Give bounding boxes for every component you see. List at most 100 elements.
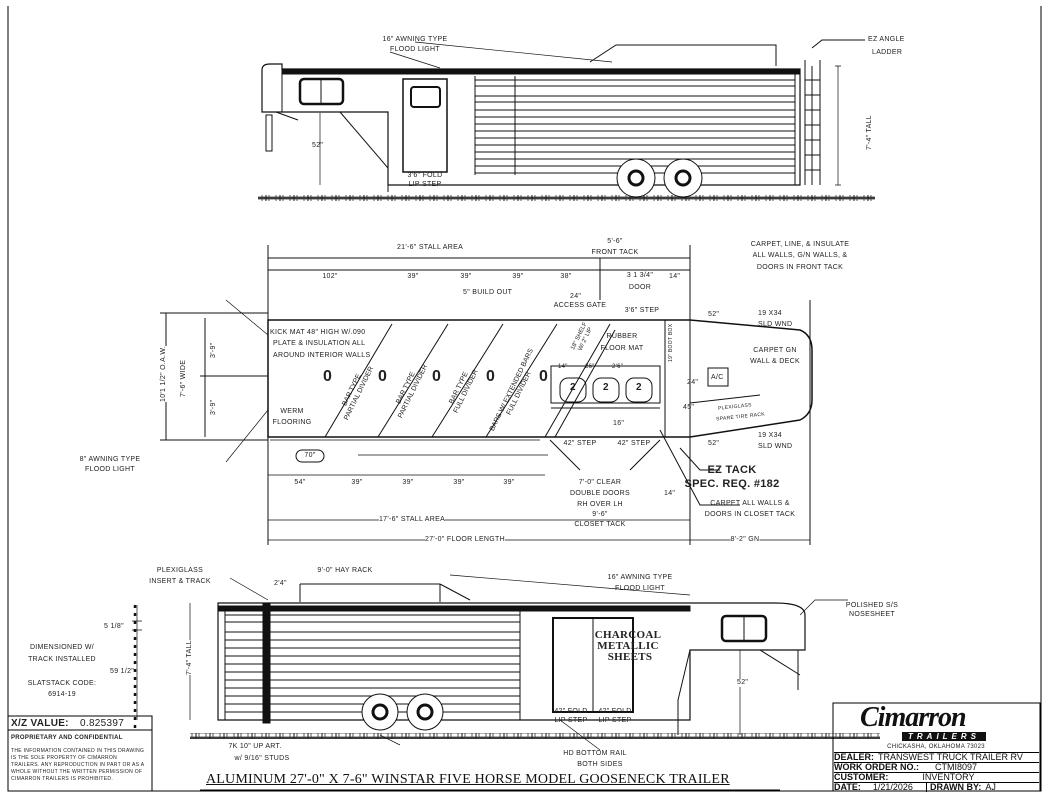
ez-tack-1: EZ TACK <box>707 464 757 476</box>
door-14: 14" <box>669 273 681 280</box>
carpet-closet-1: CARPET ALL WALLS & <box>710 500 790 507</box>
xz-label: X/Z VALUE: <box>11 718 69 729</box>
fold-step-2a: 42" FOLD <box>598 708 632 715</box>
dealer-row: DEALER:TRANSWEST TRUCK TRAILER RV <box>834 752 1039 762</box>
oaw-dim: 10'1 1/2" O.A.W. <box>160 345 168 402</box>
plan-view <box>160 245 813 545</box>
work-order-row: WORK ORDER NO.:CTMI8097 <box>834 762 1039 772</box>
window-dim-top: 52" <box>708 311 720 318</box>
dim-top: 39" <box>407 273 419 281</box>
awning-side-1: 16" AWNING TYPE <box>607 574 673 581</box>
gn-length: 8'-2" GN <box>730 536 760 544</box>
gate-dim: 24" <box>570 293 582 300</box>
dim-bottom: 39" <box>351 479 363 487</box>
customer-row: CUSTOMER:INVENTORY <box>834 772 1039 782</box>
dim-24: 24" <box>687 379 699 386</box>
floor-length: 27'-0" FLOOR LENGTH <box>425 536 505 544</box>
carpet-front-2: ALL WALLS, G/N WALLS, & <box>752 252 848 259</box>
dimensioned-1: DIMENSIONED W/ <box>29 644 95 651</box>
kick-mat-1: KICK MAT 48" HIGH W/.090 <box>270 329 366 336</box>
charcoal-1: CHARCOAL <box>594 629 662 641</box>
door-label: DOOR <box>628 284 652 291</box>
stall-number: 0 <box>378 368 388 385</box>
stall-number: 0 <box>486 368 496 385</box>
awning-label-1: 16" AWNING TYPE <box>382 36 448 43</box>
carpet-gn-1: CARPET GN <box>753 347 797 354</box>
awning-side-2: FLOOD LIGHT <box>615 585 665 592</box>
stall-number: 0 <box>432 368 442 385</box>
dim-bottom: 39" <box>503 479 515 487</box>
boot-box: 19" BOOT BOX <box>668 323 674 362</box>
build-out: 5" BUILD OUT <box>463 289 513 296</box>
ladder-label-2: LADDER <box>872 49 903 56</box>
confidential-heading: PROPRIETARY AND CONFIDENTIAL <box>11 735 123 741</box>
double-doors-1: 7'-0" CLEAR <box>578 479 622 486</box>
nosesheet-2: NOSESHEET <box>849 611 895 618</box>
dim-top: 38" <box>560 273 572 281</box>
rack-dim: 26" <box>585 364 595 370</box>
closet-tack-dim: 9'-6" <box>592 511 608 518</box>
nosesheet-1: POLISHED S/S <box>845 602 899 609</box>
carpet-front-1: CARPET, LINE, & INSULATE <box>750 241 850 248</box>
window-dim-bottom: 52" <box>708 440 720 447</box>
ez-tack-2: SPEC. REQ. #182 <box>684 478 780 490</box>
location: CHICKASHA, OKLAHOMA 73023 <box>887 744 985 750</box>
top-step-2: LIP STEP <box>408 181 442 188</box>
top-gn-height: 52" <box>312 142 324 149</box>
dim-45: 45" <box>683 404 695 411</box>
slatstack-1: SLATSTACK CODE: <box>27 680 97 687</box>
saddle-rack: 2 <box>636 382 642 393</box>
window-top-1: 19 X34 <box>758 310 782 317</box>
window-bottom-1: 19 X34 <box>758 432 782 439</box>
dim-top: 102" <box>322 273 338 281</box>
dim-top: 39" <box>512 273 524 281</box>
rubber-mat-2: FLOOR MAT <box>600 345 644 352</box>
step-bottom: 42" STEP <box>563 440 597 448</box>
charcoal-3: SHEETS <box>607 651 653 663</box>
fold-step-2b: LIP STEP <box>598 717 632 724</box>
dim-70: 70" <box>304 452 316 459</box>
rack-dim: 14" <box>558 364 568 370</box>
front-tack: FRONT TACK <box>591 249 639 256</box>
dim-top: 39" <box>460 273 472 281</box>
hay-rack: 9'-0" HAY RACK <box>317 567 373 575</box>
dim-bottom: 39" <box>402 479 414 487</box>
front-tack-dim: 5'-6" <box>607 238 623 245</box>
axle-2: w/ 9/16" STUDS <box>234 755 290 762</box>
dim-2-4: 2'4" <box>274 580 287 587</box>
rack-dim: 2'6" <box>612 364 624 370</box>
step-bottom: 42" STEP <box>617 440 651 448</box>
page-frame <box>7 6 1042 792</box>
rubber-mat-1: RUBBER <box>606 333 638 340</box>
carpet-closet-2: DOORS IN CLOSET TACK <box>704 511 796 518</box>
access-gate: ACCESS GATE <box>553 302 607 309</box>
step-top: 3'6" STEP <box>624 307 660 314</box>
dim-16: 16" <box>613 420 625 427</box>
top-step-1: 3'6" FOLD <box>407 172 443 179</box>
ladder-label-1: EZ ANGLE <box>868 36 905 43</box>
kick-mat-3: AROUND INTERIOR WALLS <box>273 352 371 359</box>
half-width-dim: 3'-9" <box>210 399 218 415</box>
double-doors-3: RH OVER LH <box>577 501 623 508</box>
bottom-rail-1: HD BOTTOM RAIL <box>563 750 627 757</box>
fold-step-1a: 42" FOLD <box>554 708 588 715</box>
side-view <box>132 574 880 751</box>
werm-1: WERM <box>280 408 304 415</box>
slat-dim-small: 5 1/8" <box>104 623 124 630</box>
stall-number: 0 <box>539 368 549 385</box>
double-doors-2: DOUBLE DOORS <box>570 490 630 497</box>
top-elevation <box>258 39 875 201</box>
side-gn-height: 52" <box>737 679 749 687</box>
xz-value: 0.825397 <box>80 718 125 729</box>
plexiglass-side-1: PLEXIGLASS <box>156 567 204 574</box>
fold-step-1b: LIP STEP <box>554 717 588 724</box>
stall-area-top: 21'-6" STALL AREA <box>396 244 464 252</box>
cimarron-logo: Cimarron TRAILERS <box>850 704 1020 742</box>
dim-bottom: 39" <box>453 479 465 487</box>
kick-mat-2: PLATE & INSULATION ALL <box>273 340 366 347</box>
slat-dim-big: 59 1/2" <box>110 668 135 675</box>
saddle-rack: 2 <box>570 382 576 393</box>
ac-unit: A/C <box>711 374 724 381</box>
